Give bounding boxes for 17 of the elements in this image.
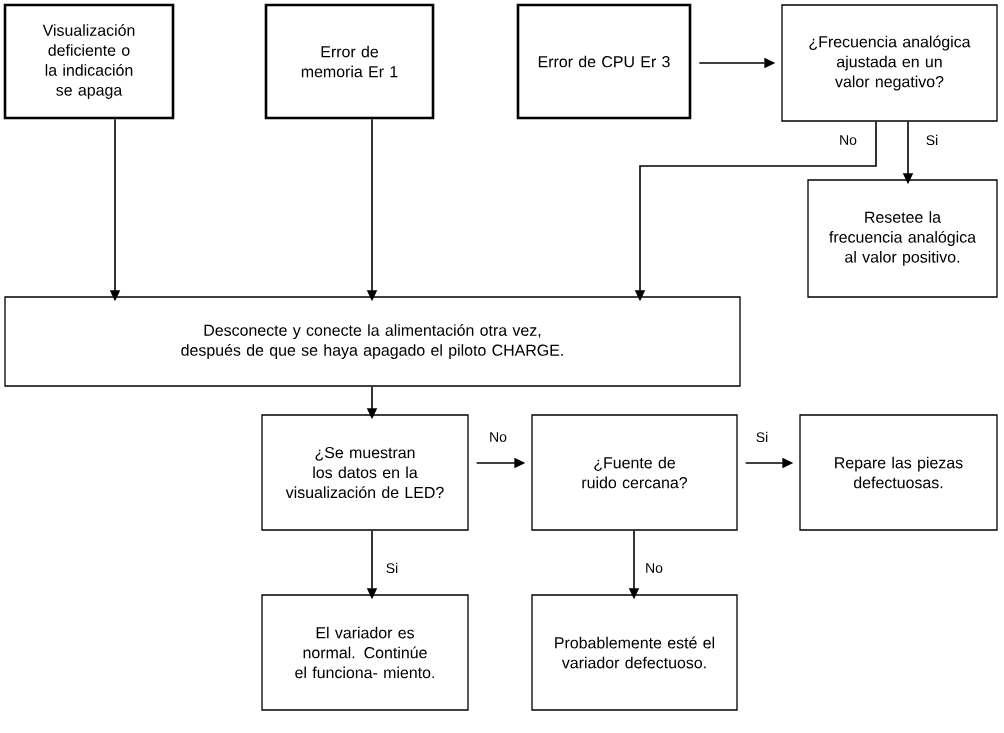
- process-box: Probablemente esté el variador defectuoso.: [531, 594, 738, 711]
- process-box: Desconecte y conecte la alimentación otra vez, después de que se haya apagado el piloto CHARGE.: [4, 296, 741, 387]
- process-box: ¿Frecuencia analógica ajustada en un valor negativo?: [781, 4, 998, 122]
- edge-label: No: [488, 431, 508, 443]
- edge-label: No: [838, 134, 858, 146]
- process-box: Resetee la frecuencia analógica al valor positivo.: [807, 179, 998, 298]
- start-box: Visualización deficiente o la indicación se apaga: [3, 3, 175, 120]
- edge-label: Si: [754, 430, 770, 444]
- process-box: El variador es normal. Continúe el funciona- miento.: [261, 594, 469, 711]
- process-box: ¿Se muestran los datos en la visualización de LED?: [261, 414, 469, 531]
- start-box: Error de CPU Er 3: [516, 3, 692, 120]
- start-box: Error de memoria Er 1: [264, 3, 435, 120]
- process-box: Repare las piezas defectuosas.: [799, 414, 998, 531]
- edge-label: No: [644, 562, 664, 574]
- edge-label: Si: [924, 133, 940, 147]
- edge-label: Si: [384, 561, 400, 575]
- process-box: ¿Fuente de ruido cercana?: [531, 414, 738, 531]
